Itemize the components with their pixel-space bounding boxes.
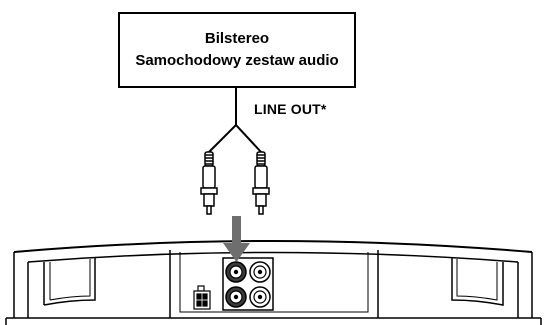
cable-right <box>235 124 262 153</box>
rca-jack-icon <box>225 261 247 283</box>
car-stereo-box: Bilstereo Samochodowy zestaw audio <box>118 12 356 88</box>
line-out-label: LINE OUT* <box>254 101 327 117</box>
rca-plug-icon <box>200 151 218 215</box>
rca-jack-icon <box>249 286 271 308</box>
rca-plug-icon <box>252 151 270 215</box>
device-body <box>5 240 542 325</box>
rca-jack-icon <box>225 286 247 308</box>
power-connector-icon <box>193 285 211 310</box>
box-title: Bilstereo <box>204 30 270 47</box>
cable-left <box>208 124 237 153</box>
rca-jack-panel <box>222 257 274 311</box>
down-arrow-icon <box>223 216 250 262</box>
box-subtitle: Samochodowy zestaw audio <box>135 52 339 69</box>
rca-jack-icon <box>249 261 271 283</box>
